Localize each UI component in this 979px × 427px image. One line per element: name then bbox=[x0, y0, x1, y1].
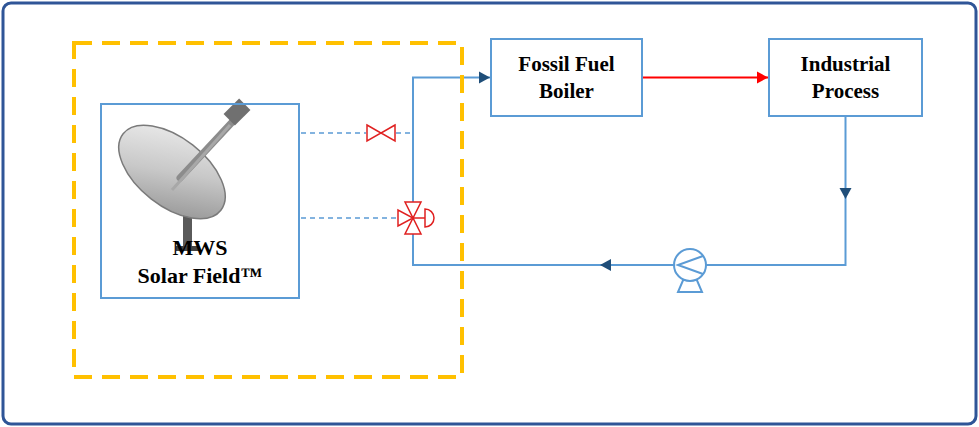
node-label: Fossil Fuel Boiler bbox=[500, 51, 633, 104]
node-label: MWS Solar Field™ bbox=[138, 234, 263, 289]
system-boundary bbox=[74, 43, 462, 377]
pipe-line bbox=[413, 78, 846, 266]
process-box: Industrial Process bbox=[768, 38, 923, 117]
solar-field-box: MWS Solar Field™ bbox=[100, 103, 300, 299]
pipe-connector bbox=[643, 72, 768, 84]
pipe-line bbox=[643, 77, 768, 79]
dashed-link bbox=[396, 132, 412, 134]
dashed-link bbox=[301, 217, 398, 219]
arrowhead bbox=[840, 188, 852, 199]
outer-frame bbox=[3, 3, 976, 424]
dish-illustration bbox=[102, 99, 250, 251]
dashed-link bbox=[301, 132, 366, 134]
node-label: Industrial Process bbox=[778, 51, 913, 104]
arrowhead bbox=[757, 72, 768, 84]
pump-symbol bbox=[674, 249, 706, 292]
arrowhead bbox=[600, 259, 611, 271]
boiler-box: Fossil Fuel Boiler bbox=[490, 38, 643, 117]
arrowhead bbox=[479, 72, 490, 84]
control-valve bbox=[398, 202, 434, 234]
pipe-connector bbox=[413, 72, 852, 272]
gate-valve bbox=[367, 125, 395, 141]
